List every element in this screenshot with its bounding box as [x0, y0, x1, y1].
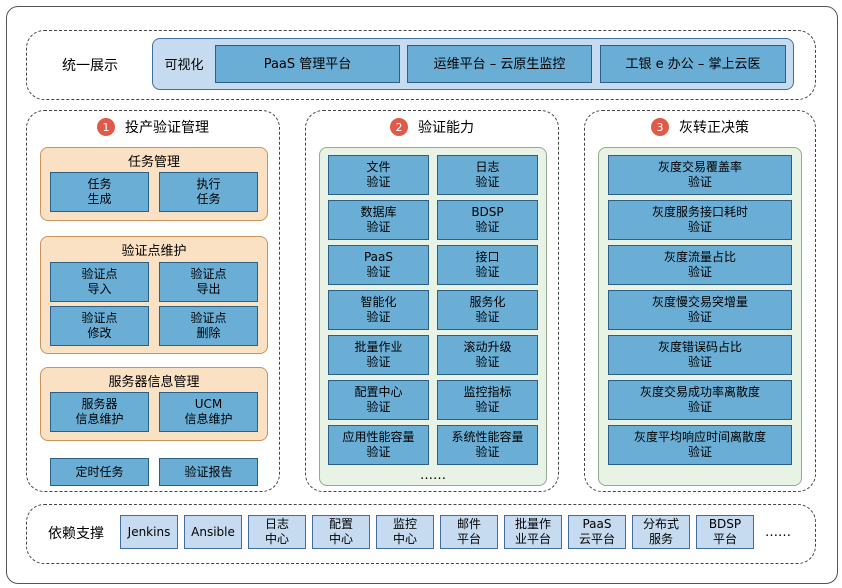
- group-item: UCM 信息维护: [159, 392, 258, 432]
- capability-item: 监控指标 验证: [437, 380, 538, 420]
- section-number-badge: 1: [97, 118, 115, 136]
- section-title: 3 灰转正决策: [584, 116, 816, 138]
- capability-item: 日志 验证: [437, 155, 538, 195]
- capability-item: 应用性能容量 验证: [328, 425, 429, 465]
- dependency-support-region: [26, 504, 816, 564]
- section-number-badge: 3: [651, 118, 669, 136]
- scheduled-task-box: 定时任务: [50, 458, 149, 486]
- group-item: 验证点 导出: [159, 262, 258, 302]
- dependency-item: Ansible: [184, 515, 242, 549]
- top-item: 运维平台 – 云原生监控: [407, 45, 592, 83]
- section-test-management: [26, 110, 280, 492]
- visualization-label: 可视化: [164, 57, 204, 73]
- section-title-text: 灰转正决策: [679, 120, 749, 136]
- top-item: PaaS 管理平台: [215, 45, 400, 83]
- diagram-frame: [6, 6, 838, 584]
- section-number-badge: 2: [390, 118, 408, 136]
- dependency-item: BDSP 平台: [696, 515, 754, 549]
- group-item: 执行 任务: [159, 172, 258, 212]
- decision-item: 灰度平均响应时间离散度 验证: [608, 425, 792, 465]
- group-item: 验证点 删除: [159, 306, 258, 346]
- section-title: 2 验证能力: [305, 116, 559, 138]
- top-display-region: [26, 30, 816, 100]
- group-title: 任务管理: [127, 155, 180, 170]
- dependency-item: 分布式 服务: [632, 515, 690, 549]
- section-title-text: 验证能力: [418, 120, 474, 136]
- group-item: 服务器 信息维护: [50, 392, 149, 432]
- capability-item: 配置中心 验证: [328, 380, 429, 420]
- section-title: 1 投产验证管理: [26, 116, 280, 138]
- dependency-item: 监控 中心: [376, 515, 434, 549]
- verification-report-box: 验证报告: [159, 458, 258, 486]
- group-item: 任务 生成: [50, 172, 149, 212]
- dependency-item: 配置 中心: [312, 515, 370, 549]
- decision-item: 灰度交易覆盖率 验证: [608, 155, 792, 195]
- capability-item: 接口 验证: [437, 245, 538, 285]
- section-verification-capability: [305, 110, 559, 492]
- capability-item: 文件 验证: [328, 155, 429, 195]
- decision-item: 灰度交易成功率离散度 验证: [608, 380, 792, 420]
- top-item: 工银 e 办公 – 掌上云医: [600, 45, 786, 83]
- group-title: 服务器信息管理: [108, 375, 200, 390]
- dependency-item: 批量作 业平台: [504, 515, 562, 549]
- capability-item: PaaS 验证: [328, 245, 429, 285]
- capability-item: 服务化 验证: [437, 290, 538, 330]
- capability-item: 滚动升级 验证: [437, 335, 538, 375]
- capability-item: BDSP 验证: [437, 200, 538, 240]
- dependency-item: 日志 中心: [248, 515, 306, 549]
- decision-item: 灰度慢交易突增量 验证: [608, 290, 792, 330]
- decision-item: 灰度流量占比 验证: [608, 245, 792, 285]
- capability-item: 智能化 验证: [328, 290, 429, 330]
- dependency-label: 依赖支撑: [48, 526, 104, 542]
- capability-item: 批量作业 验证: [328, 335, 429, 375]
- group-title: 验证点维护: [121, 244, 187, 259]
- decision-item: 灰度错误码占比 验证: [608, 335, 792, 375]
- capability-item: 数据库 验证: [328, 200, 429, 240]
- top-label: 统一展示: [62, 58, 118, 74]
- capability-item: 系统性能容量 验证: [437, 425, 538, 465]
- capability-ellipsis: ……: [420, 467, 446, 483]
- dependency-item: 邮件 平台: [440, 515, 498, 549]
- section-title-text: 投产验证管理: [125, 120, 209, 136]
- group-item: 验证点 导入: [50, 262, 149, 302]
- dependency-item: PaaS 云平台: [568, 515, 626, 549]
- dependency-item: Jenkins: [120, 515, 178, 549]
- dependency-ellipsis: ……: [765, 524, 791, 540]
- group-item: 验证点 修改: [50, 306, 149, 346]
- decision-item: 灰度服务接口耗时 验证: [608, 200, 792, 240]
- section-gray-to-production-decision: [584, 110, 816, 492]
